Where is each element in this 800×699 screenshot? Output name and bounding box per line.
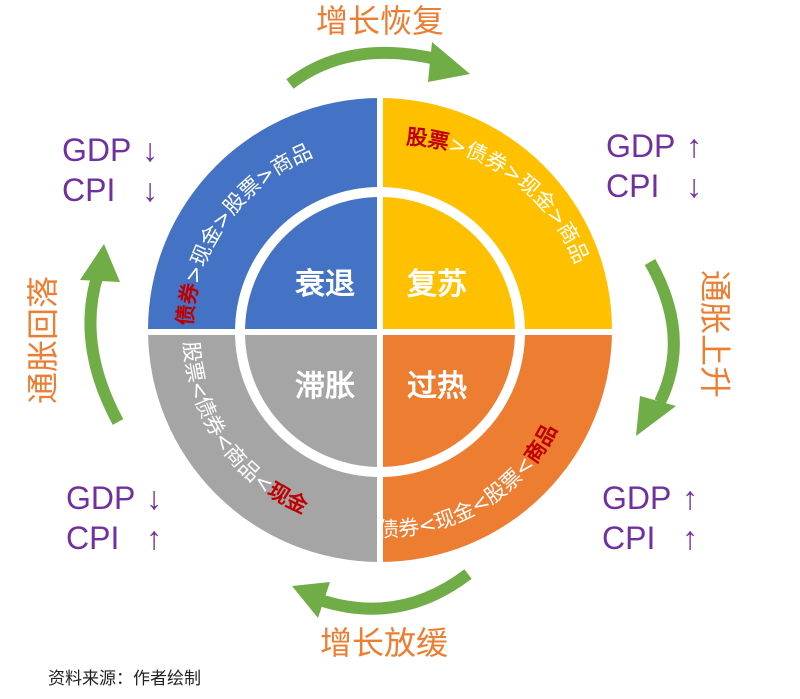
cpi-label: CPI	[62, 172, 116, 208]
transition-label-left: 通胀回落	[24, 276, 62, 404]
arrow-bottom-head	[292, 582, 330, 618]
arrow-top	[286, 46, 442, 89]
cpi-label: CPI	[602, 520, 656, 556]
phase-name-stagflation: 滞胀	[295, 369, 355, 404]
transition-label-bottom: 增长放缓	[320, 624, 448, 662]
phase-name-recession: 衰退	[295, 267, 355, 302]
gdp-arrow: ↓	[142, 132, 158, 168]
gdp-label: GDP	[602, 480, 672, 516]
arrow-right-head	[636, 396, 676, 436]
phase-name-overheat: 过热	[407, 369, 467, 404]
cpi-label: CPI	[66, 520, 120, 556]
inner-ring	[235, 187, 525, 477]
gdp-arrow: ↓	[146, 480, 162, 516]
source-note: 资料来源：作者绘制	[48, 669, 201, 689]
indicator-recovery: GDP ↑ CPI ↓	[606, 126, 702, 206]
quadrant-overheat	[380, 330, 612, 562]
gdp-label: GDP	[66, 480, 136, 516]
arrow-top-head	[428, 42, 470, 82]
arrow-left-head	[80, 244, 120, 282]
cpi-arrow: ↑	[682, 520, 698, 556]
transition-label-top: 增长恢复	[316, 2, 444, 40]
gdp-arrow: ↑	[686, 128, 702, 164]
quadrant-recovery	[380, 98, 612, 330]
gdp-label: GDP	[606, 128, 676, 164]
indicator-overheat: GDP ↑ CPI ↑	[602, 478, 698, 558]
indicator-stagflation: GDP ↓ CPI ↑	[66, 478, 162, 558]
quadrant-stagflation	[148, 330, 380, 562]
arrow-right	[644, 259, 680, 405]
gdp-label: GDP	[62, 132, 132, 168]
indicator-recession: GDP ↓ CPI ↓	[62, 130, 158, 210]
cpi-arrow: ↓	[686, 168, 702, 204]
gdp-arrow: ↑	[682, 480, 698, 516]
quadrant-recession	[148, 98, 380, 330]
transition-label-right: 通胀上升	[696, 270, 734, 398]
arrow-left	[84, 272, 124, 425]
cpi-arrow: ↓	[142, 172, 158, 208]
phase-name-recovery: 复苏	[407, 267, 467, 302]
arrow-bottom	[318, 569, 472, 615]
cpi-arrow: ↑	[146, 520, 162, 556]
cpi-label: CPI	[606, 168, 660, 204]
